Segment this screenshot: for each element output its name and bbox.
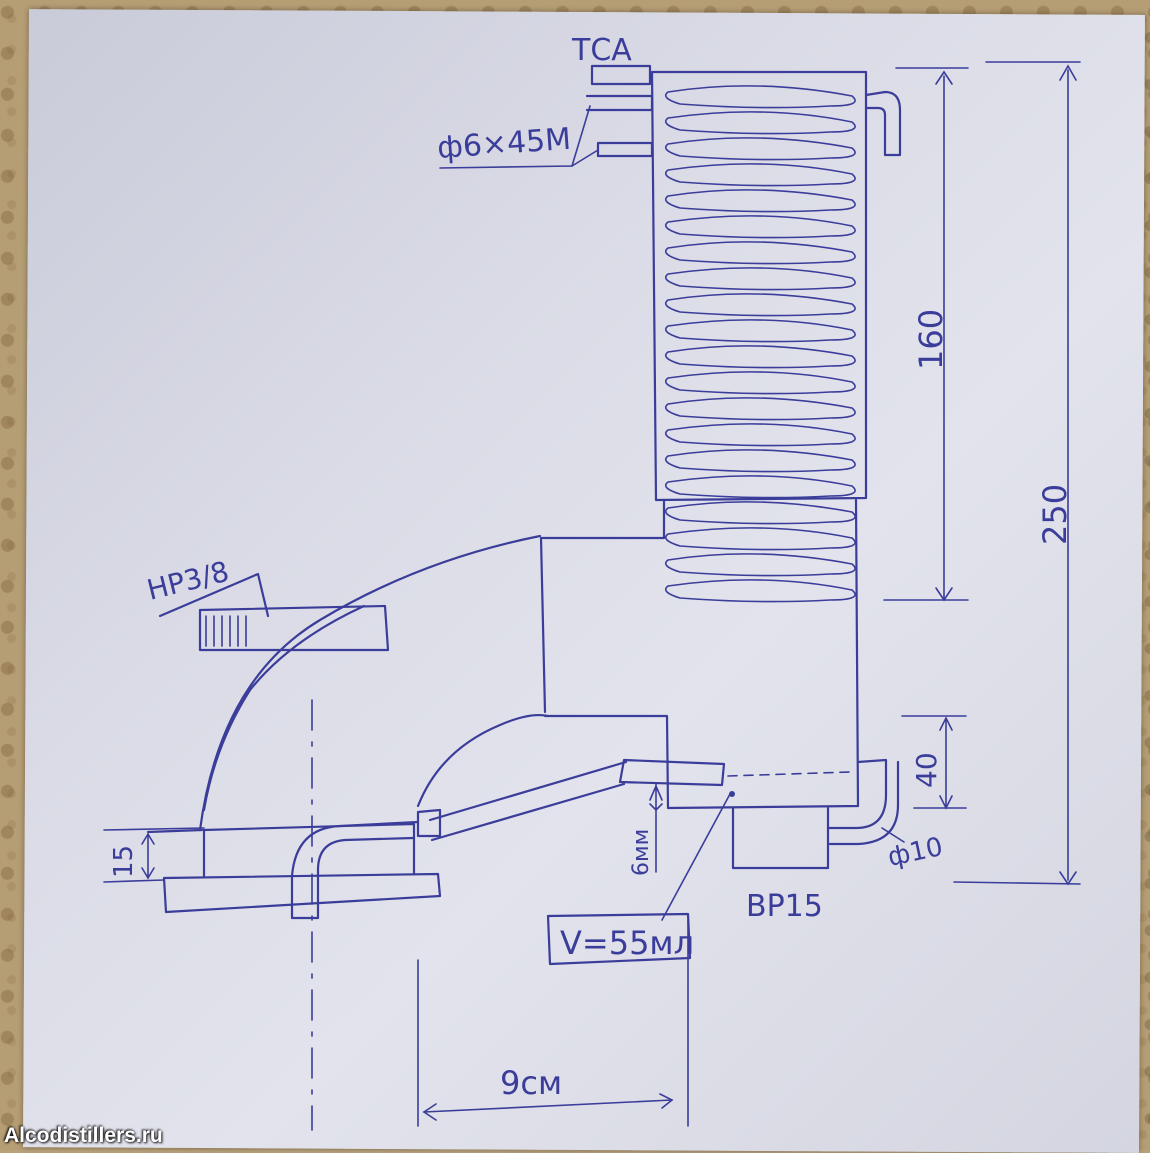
label-width-9cm: 9см [500,1064,562,1102]
coil-loop [664,579,856,603]
label-dim-250: 250 [1036,484,1074,545]
label-volume: V=55мл [560,924,694,962]
level-line [727,771,851,777]
label-br15: ВР15 [746,889,823,924]
cooler-shell [585,64,902,502]
coil-loop [664,189,856,213]
column-body [539,498,900,870]
coil-loop [664,501,856,525]
coil-loop [664,267,856,291]
coil-loop [664,553,856,577]
coil-loop [664,241,856,265]
base-flange [146,822,442,914]
coil-loop [664,293,856,317]
coil-loop [664,423,856,447]
spiral-coil [664,85,856,603]
label-hr: НР3/8 [144,555,233,607]
coil-loop [664,137,856,161]
label-phi10: ф10 [885,832,945,873]
label-tsa: ТСА [571,33,632,68]
coil-loop [664,163,856,187]
coil-loop [664,527,856,551]
coil-loop [664,371,856,395]
selection-pipe [290,713,726,920]
dimension-lines [103,61,1081,1127]
label-dim-15: 15 [109,845,139,878]
label-dim-40: 40 [910,752,943,788]
coil-loop [664,215,856,239]
coil-loop [664,345,856,369]
coil-loop [664,449,856,473]
coil-loop [664,319,856,343]
label-tube: ф6×45М [436,122,572,166]
site-watermark: Alcodistillers.ru [4,1124,163,1147]
label-dim-6mm: 6мм [629,829,654,876]
coil-loop [664,397,856,421]
coil-loop [664,111,856,135]
coil-loop [664,85,856,109]
label-dim-160: 160 [912,309,950,370]
connection-hose [158,534,542,832]
coil-loop [664,475,856,499]
